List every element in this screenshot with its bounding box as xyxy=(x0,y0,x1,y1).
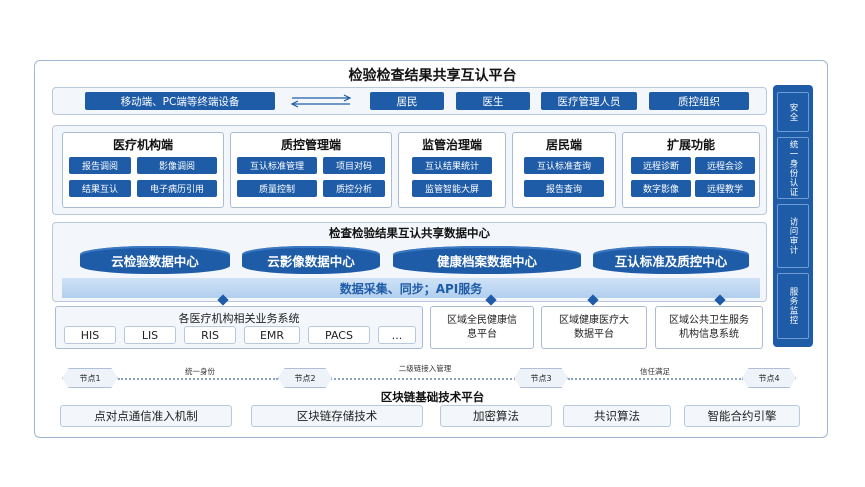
role-medical-manager: 医疗管理人员 xyxy=(541,92,637,110)
app-item: 项目对码 xyxy=(323,157,385,174)
app-item: 数字影像 xyxy=(631,180,691,197)
blockchain-title: 区块链基础技术平台 xyxy=(380,390,485,404)
system-ris: RIS xyxy=(184,326,236,344)
page-title: 检验检查结果共享互认平台 xyxy=(348,68,517,84)
regional-health-platform: 区域全民健康信息平台 xyxy=(430,306,534,349)
data-sync-api-bar: 数据采集、同步；API服务 xyxy=(62,278,760,298)
app-item: 互认标准管理 xyxy=(237,157,317,174)
app-item: 影像调阅 xyxy=(137,157,217,174)
chain-label: 统一身份 xyxy=(185,367,215,376)
data-center-title: 检查检验结果互认共享数据中心 xyxy=(329,226,490,240)
app-item: 质控分析 xyxy=(323,180,385,197)
chain-node-3: 节点3 xyxy=(514,368,568,388)
blockchain-smart-contract: 智能合约引擎 xyxy=(684,405,800,427)
blockchain-p2p: 点对点通信准入机制 xyxy=(60,405,232,427)
standard-qc-center: 互认标准及质控中心 xyxy=(593,246,749,274)
terminal-devices: 移动端、PC端等终端设备 xyxy=(85,92,275,110)
app-resident-title: 居民端 xyxy=(545,138,582,152)
chain-link xyxy=(568,378,744,380)
app-item: 报告调阅 xyxy=(69,157,131,174)
public-health-system: 区域公共卫生服务机构信息系统 xyxy=(655,306,763,349)
system-more: ... xyxy=(378,326,416,344)
bidirectional-arrow-icon xyxy=(290,94,352,108)
cloud-lab-data-center: 云检验数据中心 xyxy=(80,246,230,274)
health-record-data-center: 健康档案数据中心 xyxy=(393,246,581,274)
chain-node-2: 节点2 xyxy=(278,368,332,388)
app-item: 互认结果统计 xyxy=(412,157,492,174)
app-item: 电子病历引用 xyxy=(137,180,217,197)
security-sidebar xyxy=(773,85,813,347)
blockchain-consensus: 共识算法 xyxy=(563,405,671,427)
sidebar-service-monitor: 服务监控 xyxy=(777,273,809,339)
app-item: 互认标准查询 xyxy=(524,157,604,174)
app-item: 远程诊断 xyxy=(631,157,691,174)
blockchain-encryption: 加密算法 xyxy=(440,405,552,427)
app-item: 报告查询 xyxy=(524,180,604,197)
chain-link xyxy=(118,378,278,380)
app-item: 远程会诊 xyxy=(695,157,755,174)
regional-bigdata-platform: 区域健康医疗大数据平台 xyxy=(541,306,647,349)
system-emr: EMR xyxy=(244,326,300,344)
app-item: 质量控制 xyxy=(237,180,317,197)
system-lis: LIS xyxy=(124,326,176,344)
role-doctor: 医生 xyxy=(456,92,530,110)
chain-node-1: 节点1 xyxy=(62,368,118,388)
app-item: 结果互认 xyxy=(69,180,131,197)
app-quality-control-title: 质控管理端 xyxy=(280,138,341,152)
business-systems-title: 各医疗机构相关业务系统 xyxy=(178,312,300,325)
chain-label: 二级链接入管理 xyxy=(398,364,452,373)
sidebar-security: 安全 xyxy=(777,92,809,132)
blockchain-storage: 区块链存储技术 xyxy=(251,405,423,427)
role-resident: 居民 xyxy=(370,92,444,110)
chain-label: 信任满足 xyxy=(640,367,670,376)
sidebar-access-audit: 访问审计 xyxy=(777,204,809,268)
app-item: 监管智能大屏 xyxy=(412,180,492,197)
chain-link xyxy=(330,378,516,380)
app-extension-title: 扩展功能 xyxy=(666,138,715,152)
app-medical-institution-title: 医疗机构端 xyxy=(112,138,173,152)
app-supervision-title: 监管治理端 xyxy=(421,138,482,152)
system-his: HIS xyxy=(64,326,116,344)
system-pacs: PACS xyxy=(308,326,370,344)
chain-node-4: 节点4 xyxy=(742,368,796,388)
cloud-imaging-data-center: 云影像数据中心 xyxy=(242,246,380,274)
app-item: 远程教学 xyxy=(695,180,755,197)
role-qc-organization: 质控组织 xyxy=(649,92,749,110)
sidebar-unified-auth: 统一身份认证 xyxy=(777,137,809,199)
